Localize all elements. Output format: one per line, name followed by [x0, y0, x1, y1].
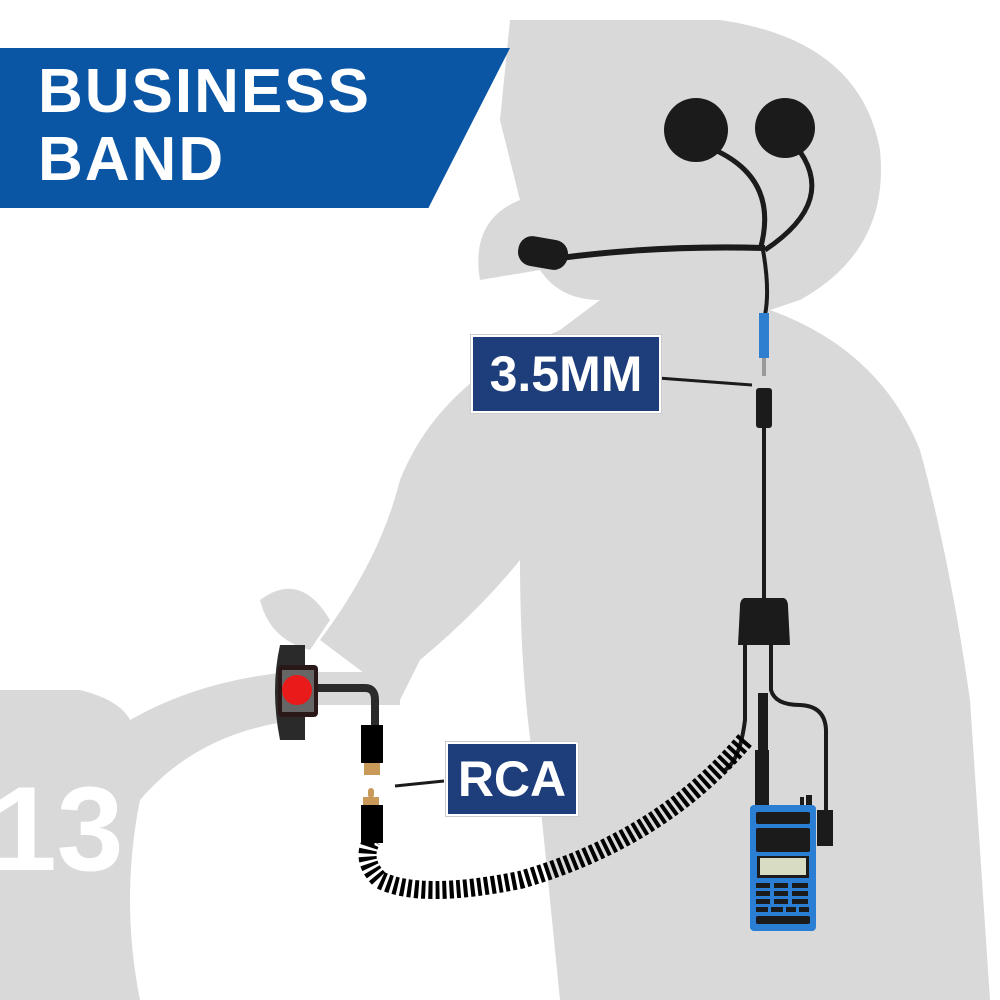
speaker-left-icon: [664, 98, 728, 162]
title-line-2: BAND: [38, 125, 226, 194]
headset: [358, 98, 828, 899]
microphone-icon: [517, 236, 569, 270]
jack-plug: [759, 313, 769, 358]
bike-number: 13: [0, 762, 123, 896]
label-rca: RCA: [446, 742, 578, 816]
splitter-box: [738, 598, 790, 645]
rider-silhouette: [0, 20, 990, 1000]
label-3-5mm: 3.5MM: [471, 335, 661, 413]
coiled-cable: [358, 734, 752, 899]
keypad: [756, 883, 810, 924]
page-title: BUSINESS BAND: [38, 58, 371, 194]
handheld-radio: [750, 693, 833, 931]
title-line-1: BUSINESS: [38, 57, 371, 126]
radio-display: [760, 858, 806, 875]
red-button-icon: [282, 675, 312, 705]
speaker-right-icon: [755, 98, 815, 158]
push-to-talk-button: [275, 645, 445, 843]
title-banner: [0, 48, 510, 208]
jack-socket: [756, 388, 772, 428]
antenna: [758, 693, 768, 753]
